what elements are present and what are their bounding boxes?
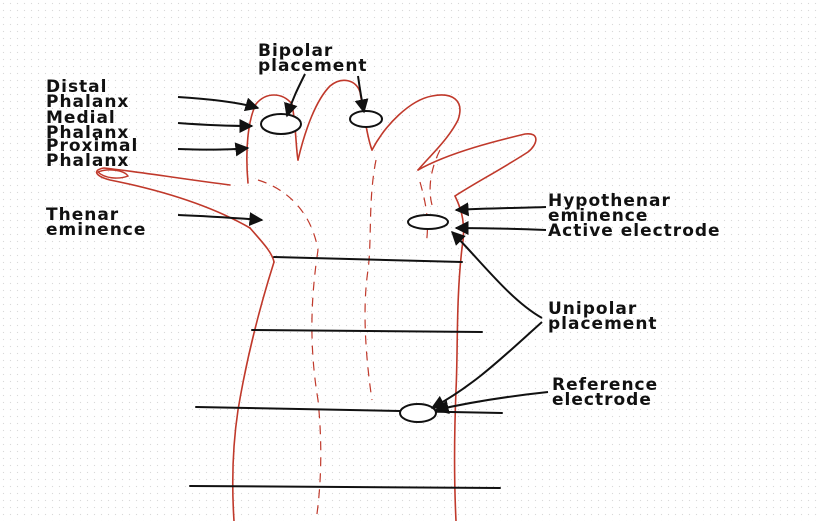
reference-line-2: electrode [552, 393, 658, 408]
hypothenar-eminence-label: Hypothenar eminence [548, 194, 671, 224]
proximal-line-2: Phalanx [46, 154, 138, 169]
unipolar-placement-label: Unipolar placement [548, 302, 658, 332]
reference-electrode [400, 404, 436, 422]
active-electrode [408, 215, 448, 229]
proximal-phalanx-label: Proximal Phalanx [46, 139, 138, 169]
hand-outline [97, 80, 536, 521]
bipolar-placement-label: Bipolar placement [258, 44, 368, 74]
reference-electrode-label: Reference electrode [552, 378, 658, 408]
thenar-line-2: eminence [46, 223, 146, 238]
bipolar-electrode-2 [350, 111, 382, 127]
palm-creases [258, 150, 440, 521]
bipolar-electrode-1 [261, 114, 301, 134]
electrodes [261, 111, 448, 422]
thenar-eminence-label: Thenar eminence [46, 208, 146, 238]
active-electrode-text: Active electrode [548, 224, 721, 239]
bipolar-line-2: placement [258, 59, 368, 74]
distal-phalanx-label: Distal Phalanx [46, 80, 129, 110]
unipolar-line-2: placement [548, 317, 658, 332]
active-electrode-label: Active electrode [548, 224, 721, 239]
